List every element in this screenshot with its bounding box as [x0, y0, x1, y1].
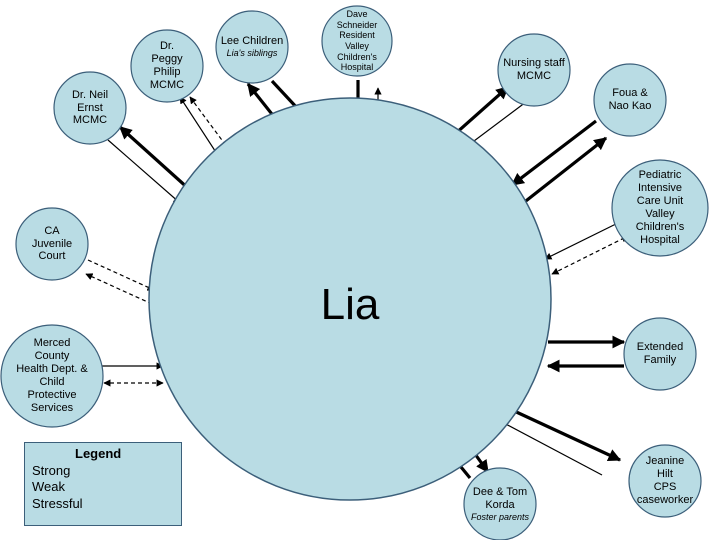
lia-label: Lia	[320, 280, 380, 329]
node-line: Services	[30, 401, 74, 414]
stressful-connector-ca-juvenile-court	[85, 273, 153, 305]
node-circle-extended-family	[623, 317, 697, 391]
strong-connector-foua-nao-kao	[521, 136, 608, 206]
node-line: MCMC	[516, 70, 552, 82]
weak-connector-dr-neil	[107, 139, 181, 204]
node-line: MCMC	[72, 114, 108, 127]
node-line: Ernst	[77, 101, 103, 114]
node-circle-dr-peggy	[130, 29, 204, 103]
node-line: Merced	[33, 337, 71, 350]
node-circle-dr-neil	[53, 71, 127, 145]
node-line: Juvenile	[31, 237, 73, 250]
node-line: Nursing staff	[503, 57, 565, 70]
node-line: Dr. Neil	[71, 88, 109, 101]
node-subtitle: Foster parents	[470, 511, 530, 522]
legend-stressful-label: Stressful	[32, 496, 83, 511]
node-line: CA	[44, 224, 60, 237]
node-line: MCMC	[149, 78, 185, 91]
node-line: Valley	[345, 41, 369, 51]
node-line: Care Unit	[636, 195, 684, 208]
weak-connector-jeanine-hilt	[499, 420, 603, 476]
node-circle-merced-county	[0, 324, 104, 428]
node-circles	[0, 5, 709, 540]
node-line: Court	[38, 250, 66, 263]
node-line: Pediatric	[638, 169, 682, 182]
node-line: Dr.	[159, 40, 175, 53]
node-line: Schneider	[336, 19, 378, 30]
node-line: Family	[643, 354, 677, 366]
node-line: CPS	[653, 481, 677, 493]
node-line: Hospital	[640, 233, 680, 246]
node-line: Child	[39, 376, 65, 388]
node-circle-nursing-staff	[497, 33, 571, 107]
node-line: Extended	[636, 341, 684, 354]
node-line: Resident	[339, 30, 375, 41]
legend-title: Legend	[75, 446, 122, 461]
node-line: Jeanine	[645, 455, 685, 468]
stressful-connector-ca-juvenile-court	[87, 259, 155, 291]
node-line: Dave	[346, 9, 368, 20]
strong-connector-dr-neil	[118, 125, 192, 192]
node-line: Intensive	[637, 182, 683, 195]
node-line: Lee Children	[220, 35, 284, 48]
node-line: Dee & Tom	[472, 485, 528, 498]
node-circle-foua-nao-kao	[593, 63, 667, 137]
node-line: Children's	[337, 51, 377, 62]
legend: Legend Strong Weak Stressful	[24, 442, 182, 526]
node-line: caseworker	[636, 493, 694, 506]
node-circle-ca-juvenile-court	[15, 207, 89, 281]
strong-connector-foua-nao-kao	[510, 119, 597, 187]
node-circle-jeanine-hilt	[628, 444, 702, 518]
node-circle-lee-children	[215, 10, 289, 84]
node-circle-dave-schneider	[321, 5, 393, 77]
node-line: Health Dept. &	[16, 363, 88, 376]
node-subtitle: Lia's siblings	[226, 48, 278, 59]
node-circle-picu	[611, 159, 709, 257]
node-line: Nao Kao	[608, 100, 652, 112]
node-line: Children's	[635, 220, 685, 233]
node-line: Peggy	[151, 53, 183, 66]
node-line: Hilt	[657, 468, 673, 481]
node-line: County	[34, 350, 70, 363]
legend-strong-label: Strong	[32, 463, 71, 478]
legend-weak-label: Weak	[32, 479, 65, 494]
node-line: Protective	[27, 388, 77, 401]
stressful-connector-dr-peggy	[189, 96, 234, 156]
stressful-connector-picu	[551, 235, 629, 275]
node-circle-dee-tom-korda	[463, 467, 537, 540]
lia-circle	[148, 97, 552, 501]
node-line: Valley	[645, 208, 675, 220]
node-line: Korda	[485, 498, 515, 511]
node-foua-nao-kao: Foua &Nao Kao	[596, 66, 664, 134]
node-line: Foua &	[612, 87, 648, 100]
node-line: Philip	[153, 66, 181, 78]
node-line: Hospital	[340, 62, 374, 73]
strong-connector-jeanine-hilt	[511, 408, 622, 462]
